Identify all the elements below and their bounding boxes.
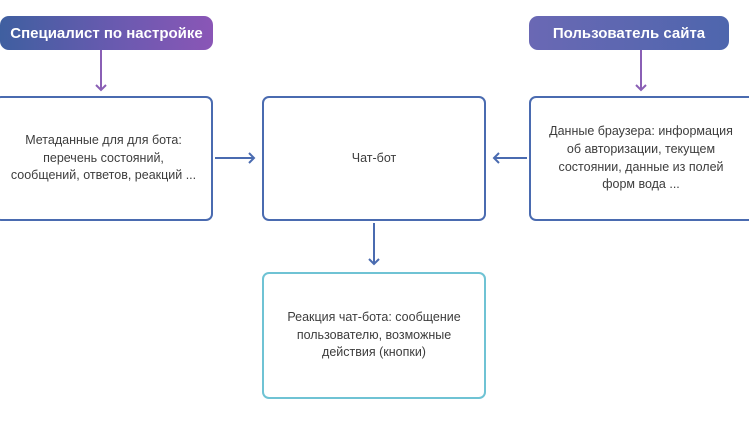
- browser-data-text: Данные браузера: информация об авторизац…: [549, 124, 733, 192]
- site-user-node: Пользователь сайта: [529, 16, 729, 50]
- metadata-text: Метаданные для для бота: перечень состоя…: [10, 132, 197, 183]
- browser-data-box: Данные браузера: информация об авторизац…: [529, 96, 749, 221]
- metadata-box: Метаданные для для бота: перечень состоя…: [0, 96, 213, 221]
- reaction-text: Реакция чат-бота: сообщение пользователю…: [287, 309, 461, 360]
- specialist-label: Специалист по настройке: [10, 24, 203, 42]
- specialist-node: Специалист по настройке: [0, 16, 213, 50]
- site-user-label: Пользователь сайта: [552, 24, 706, 42]
- chatbot-box: Чат-бот: [262, 96, 486, 221]
- chatbot-text: Чат-бот: [351, 150, 397, 165]
- reaction-box: Реакция чат-бота: сообщение пользователю…: [262, 272, 486, 399]
